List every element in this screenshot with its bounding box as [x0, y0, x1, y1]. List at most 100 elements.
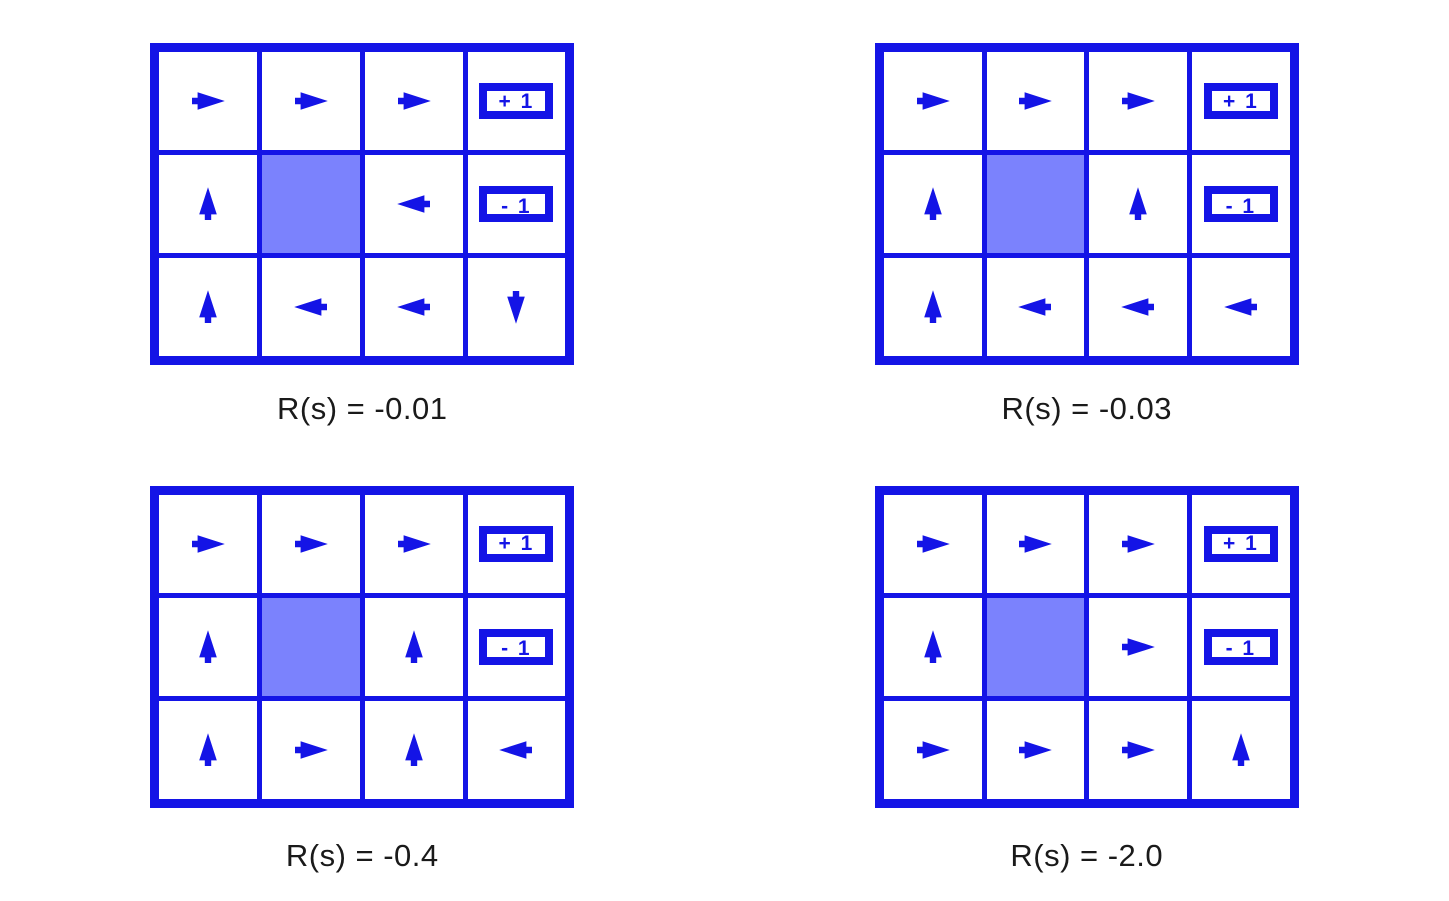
- policy-grid: + 1 - 1: [874, 485, 1299, 808]
- panel-caption: R(s) = -0.4: [285, 837, 439, 873]
- right-arrow-icon: [165, 524, 251, 564]
- policy-cell-up: [364, 700, 463, 799]
- right-arrow-icon: [1095, 81, 1181, 121]
- badge-inner-fill: [487, 533, 546, 554]
- right-arrow-icon: [165, 81, 251, 121]
- left-arrow-icon: [371, 287, 457, 327]
- blocked-cell: [262, 597, 360, 696]
- terminal-cell-positive: + 1: [467, 494, 566, 593]
- right-arrow-icon: [890, 81, 976, 121]
- up-arrow-icon: [913, 161, 953, 247]
- policy-cell-left: [467, 700, 566, 799]
- right-arrow-icon: [1095, 627, 1181, 667]
- panel-caption: R(s) = -0.03: [1001, 391, 1173, 426]
- policy-cell-up: [883, 258, 982, 356]
- panel-caption: R(s) = -2.0: [1010, 837, 1164, 873]
- badge-inner-fill: [1211, 91, 1270, 111]
- badge-label: + 1: [1222, 89, 1259, 113]
- right-arrow-icon: [371, 524, 457, 564]
- policy-cell-left: [364, 155, 463, 253]
- right-arrow-icon: [1095, 730, 1181, 770]
- panel-caption: R(s) = -0.01: [276, 391, 448, 426]
- policy-cell-right: [986, 494, 1085, 593]
- policy-grid: + 1 - 1: [874, 43, 1299, 365]
- badge-inner-fill: [487, 194, 546, 214]
- badge-label: + 1: [498, 532, 535, 555]
- policy-cell-right: [262, 700, 360, 799]
- policy-cell-right: [1089, 494, 1187, 593]
- policy-cell-down: [467, 258, 566, 356]
- policy-cell-up: [1192, 700, 1290, 799]
- badge-label: - 1: [1225, 637, 1257, 660]
- badge-inner-fill: [487, 91, 546, 111]
- policy-cell-right: [262, 52, 360, 150]
- up-arrow-icon: [394, 707, 434, 793]
- terminal-cell-positive: + 1: [1192, 494, 1290, 593]
- right-arrow-icon: [1095, 524, 1181, 564]
- policy-cell-right: [262, 494, 360, 593]
- policy-cell-right: [883, 52, 982, 150]
- up-arrow-icon: [394, 604, 434, 690]
- left-arrow-icon: [473, 730, 559, 770]
- policy-cell-right: [364, 52, 463, 150]
- policy-cell-up: [883, 155, 982, 253]
- right-arrow-icon: [890, 524, 976, 564]
- policy-cell-up: [159, 155, 257, 253]
- reward-badge-minus-one: - 1: [479, 186, 554, 222]
- panel-r-0-4: + 1 - 1 R(s) = -0.4: [0, 451, 725, 901]
- policy-cell-right: [1089, 700, 1187, 799]
- up-arrow-icon: [188, 604, 228, 690]
- badge-inner-fill: [1211, 194, 1270, 214]
- reward-badge-plus-one: + 1: [1203, 525, 1278, 562]
- up-arrow-icon: [188, 707, 228, 793]
- right-arrow-icon: [268, 730, 354, 770]
- policy-cell-up: [364, 597, 463, 696]
- policy-grid: + 1 - 1: [150, 485, 575, 808]
- panel-r-0-01: + 1 - 1 R(s) = -0.01: [0, 0, 725, 451]
- panel-r-2-0: + 1 - 1 R(s) = -2.0: [725, 451, 1449, 901]
- policy-cell-right: [159, 494, 257, 593]
- policy-cell-right: [986, 52, 1085, 150]
- policy-cell-right: [883, 494, 982, 593]
- up-arrow-icon: [913, 604, 953, 690]
- blocked-cell: [986, 155, 1085, 253]
- badge-label: + 1: [1222, 532, 1259, 555]
- terminal-cell-positive: + 1: [1192, 52, 1290, 150]
- down-arrow-icon: [496, 264, 536, 350]
- left-arrow-icon: [1198, 287, 1284, 327]
- policy-cell-left: [262, 258, 360, 356]
- up-arrow-icon: [188, 161, 228, 247]
- badge-label: - 1: [1225, 194, 1257, 218]
- up-arrow-icon: [1221, 707, 1261, 793]
- blocked-cell: [986, 597, 1085, 696]
- policy-cell-up: [159, 700, 257, 799]
- blocked-cell: [262, 155, 360, 253]
- badge-label: - 1: [501, 194, 532, 218]
- badge-inner-fill: [1211, 533, 1270, 554]
- badge-inner-fill: [487, 636, 546, 657]
- reward-badge-minus-one: - 1: [479, 628, 554, 665]
- up-arrow-icon: [913, 264, 953, 350]
- right-arrow-icon: [992, 730, 1078, 770]
- reward-badge-minus-one: - 1: [1203, 628, 1278, 665]
- terminal-cell-negative: - 1: [467, 155, 566, 253]
- policy-cell-right: [159, 52, 257, 150]
- policy-cell-left: [1192, 258, 1290, 356]
- left-arrow-icon: [992, 287, 1078, 327]
- policy-cell-up: [883, 597, 982, 696]
- policy-cell-up: [159, 597, 257, 696]
- policy-cell-right: [1089, 597, 1187, 696]
- policy-cell-right: [1089, 52, 1187, 150]
- terminal-cell-negative: - 1: [1192, 597, 1290, 696]
- right-arrow-icon: [371, 81, 457, 121]
- right-arrow-icon: [992, 81, 1078, 121]
- badge-label: - 1: [501, 637, 532, 660]
- terminal-cell-negative: - 1: [1192, 155, 1290, 253]
- reward-badge-plus-one: + 1: [479, 83, 554, 119]
- right-arrow-icon: [268, 81, 354, 121]
- reward-badge-plus-one: + 1: [479, 525, 554, 562]
- policy-cell-right: [883, 700, 982, 799]
- policy-cell-up: [1089, 155, 1187, 253]
- policy-cell-right: [986, 700, 1085, 799]
